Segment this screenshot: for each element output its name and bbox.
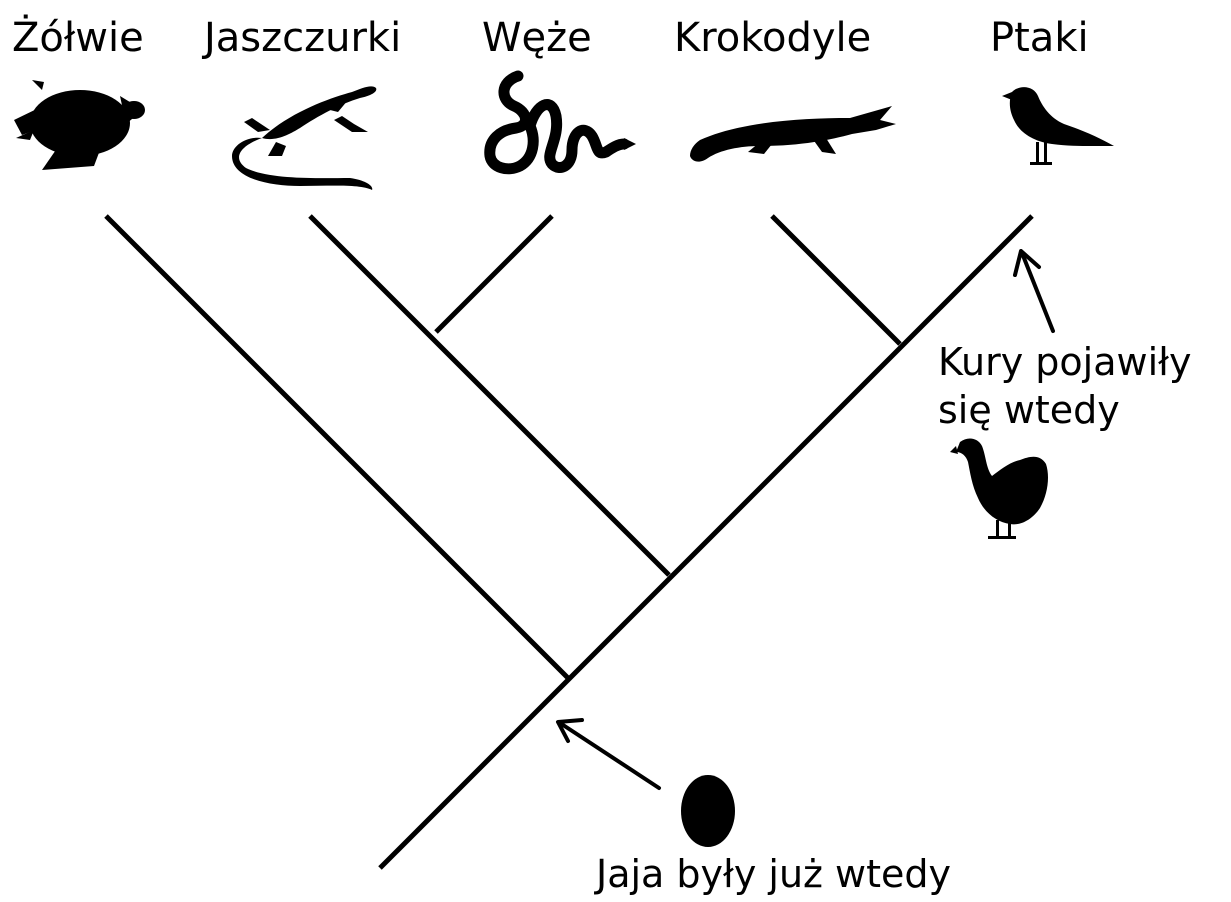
- chickens-annotation-line2: się wtedy: [938, 388, 1120, 432]
- crocodile-icon: [690, 106, 896, 162]
- taxon-label-birds: Ptaki: [990, 15, 1089, 61]
- arrow-to-chickens-origin: [1013, 249, 1055, 333]
- eggs-annotation: Jaja były już wtedy: [596, 852, 952, 896]
- taxon-label-crocodiles: Krokodyle: [674, 15, 872, 61]
- snake-head-icon: [624, 138, 636, 150]
- turtles-branch: [104, 214, 570, 680]
- chicken-icon: [950, 438, 1048, 539]
- crocodiles-branch: [770, 214, 902, 346]
- taxon-label-snakes: Węże: [482, 15, 592, 61]
- chickens-annotation-line1: Kury pojawiły: [938, 340, 1192, 384]
- egg-icon: [681, 775, 735, 847]
- taxon-label-turtles: Żółwie: [12, 15, 144, 61]
- turtle-icon: [14, 80, 145, 170]
- snakes-branch: [434, 214, 554, 334]
- trunk-to-birds-branch: [378, 214, 1034, 870]
- bird-icon: [1002, 87, 1114, 165]
- arrow-to-eggs-origin: [556, 718, 661, 790]
- lizard-icon: [232, 86, 377, 190]
- taxon-label-lizards: Jaszczurki: [204, 15, 402, 61]
- snake-icon: [484, 70, 630, 175]
- tree-branches: [104, 214, 1034, 870]
- lizards-branch: [308, 214, 671, 577]
